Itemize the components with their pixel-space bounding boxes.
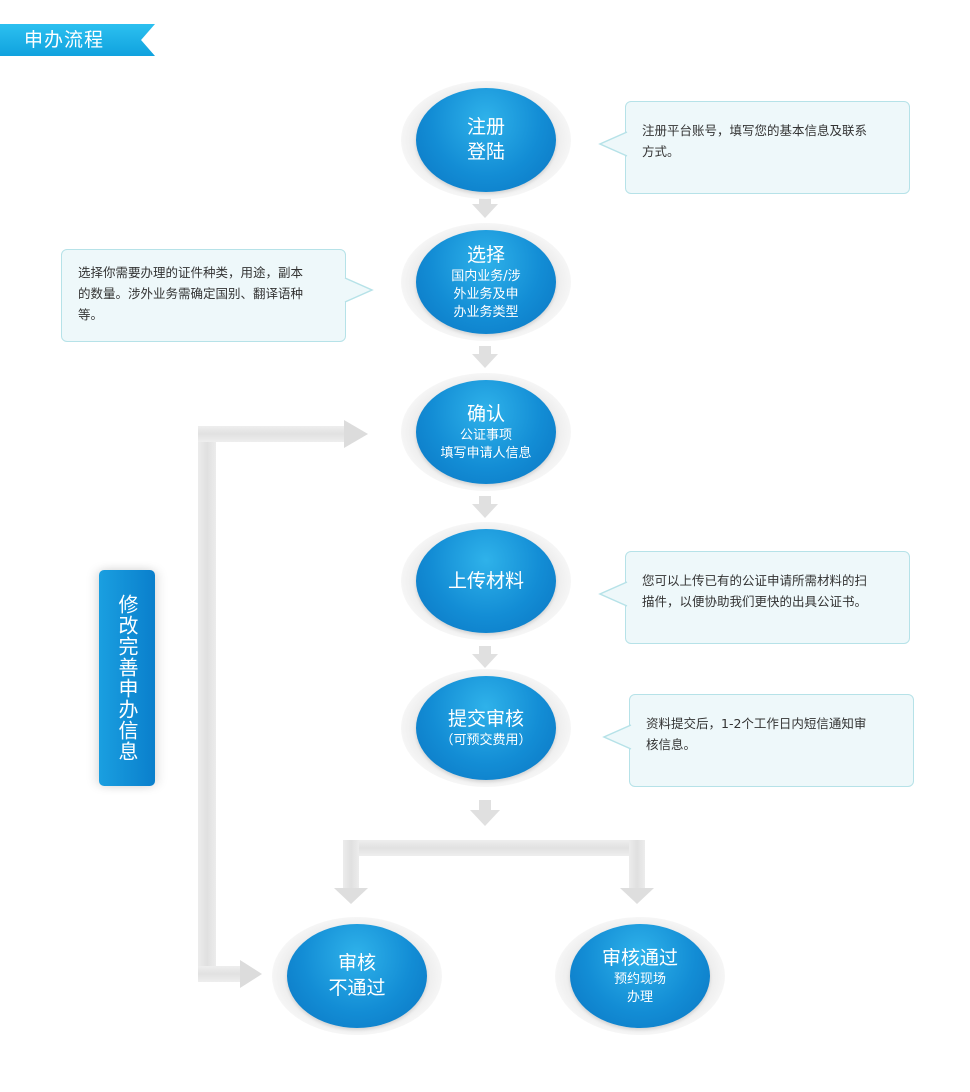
section-title-ribbon: 申办流程 <box>0 24 155 56</box>
step-select: 选择 国内业务/涉 外业务及申 办业务类型 <box>416 230 556 334</box>
step-subtitle: 办业务类型 <box>453 304 519 320</box>
callout-choose: 选择你需要办理的证件种类，用途，副本 的数量。涉外业务需确定国别、翻译语种 等。 <box>61 249 374 342</box>
down-arrow-4 <box>472 646 498 668</box>
outcome-review-failed: 审核 不通过 <box>287 924 427 1028</box>
outcome-subtitle: 办理 <box>626 989 653 1005</box>
outcome-title: 不通过 <box>328 977 386 999</box>
step-submit-review: 提交审核 （可预交费用） <box>416 676 556 780</box>
step-register-login: 注册 登陆 <box>416 88 556 192</box>
step-title: 确认 <box>466 402 505 425</box>
side-label-text: 修改完善申办信息 <box>115 594 139 762</box>
callout-submit: 资料提交后，1-2个工作日内短信通知审 核信息。 <box>602 694 914 787</box>
callout-line: 方式。 <box>642 144 680 159</box>
step-upload: 上传材料 <box>416 529 556 633</box>
step-title: 登陆 <box>466 141 505 163</box>
down-arrow-1 <box>472 196 498 218</box>
step-confirm: 确认 公证事项 填写申请人信息 <box>416 380 556 484</box>
split-connector <box>334 840 654 904</box>
outcome-review-passed: 审核通过 预约现场 办理 <box>570 924 710 1028</box>
step-subtitle: 填写申请人信息 <box>440 445 532 461</box>
step-title: 选择 <box>466 243 505 266</box>
callout-line: 资料提交后，1-2个工作日内短信通知审 <box>646 716 867 731</box>
callout-line: 注册平台账号，填写您的基本信息及联系 <box>642 123 868 138</box>
step-title: 提交审核 <box>447 707 524 730</box>
callout-register: 注册平台账号，填写您的基本信息及联系 方式。 <box>598 101 910 194</box>
callout-line: 选择你需要办理的证件种类，用途，副本 <box>78 265 304 280</box>
step-subtitle: 国内业务/涉 <box>451 268 521 284</box>
callout-line: 核信息。 <box>646 737 697 752</box>
step-subtitle: 外业务及申 <box>453 286 519 302</box>
outcome-title: 审核通过 <box>601 946 678 969</box>
callout-line: 描件，以便协助我们更快的出具公证书。 <box>642 594 868 609</box>
step-title: 注册 <box>466 116 505 138</box>
loop-back-connector <box>198 420 368 988</box>
step-subtitle: 公证事项 <box>459 427 512 443</box>
down-arrow-5 <box>470 800 500 826</box>
step-title: 上传材料 <box>447 569 524 592</box>
callout-upload: 您可以上传已有的公证申请所需材料的扫 描件，以便协助我们更快的出具公证书。 <box>598 551 910 644</box>
section-title: 申办流程 <box>24 29 105 51</box>
callout-line: 您可以上传已有的公证申请所需材料的扫 <box>642 573 868 588</box>
callout-pointer <box>598 131 628 157</box>
callout-pointer <box>602 724 632 750</box>
step-subtitle: （可预交费用） <box>440 732 532 748</box>
outcome-title: 审核 <box>337 952 376 974</box>
callout-pointer <box>344 277 374 303</box>
side-label-modify-info: 修改完善申办信息 <box>99 570 155 786</box>
down-arrow-3 <box>472 496 498 518</box>
callout-pointer <box>598 581 628 607</box>
callout-line: 的数量。涉外业务需确定国别、翻译语种 <box>78 286 304 301</box>
outcome-subtitle: 预约现场 <box>613 971 666 987</box>
down-arrow-2 <box>472 346 498 368</box>
callout-line: 等。 <box>78 307 104 322</box>
